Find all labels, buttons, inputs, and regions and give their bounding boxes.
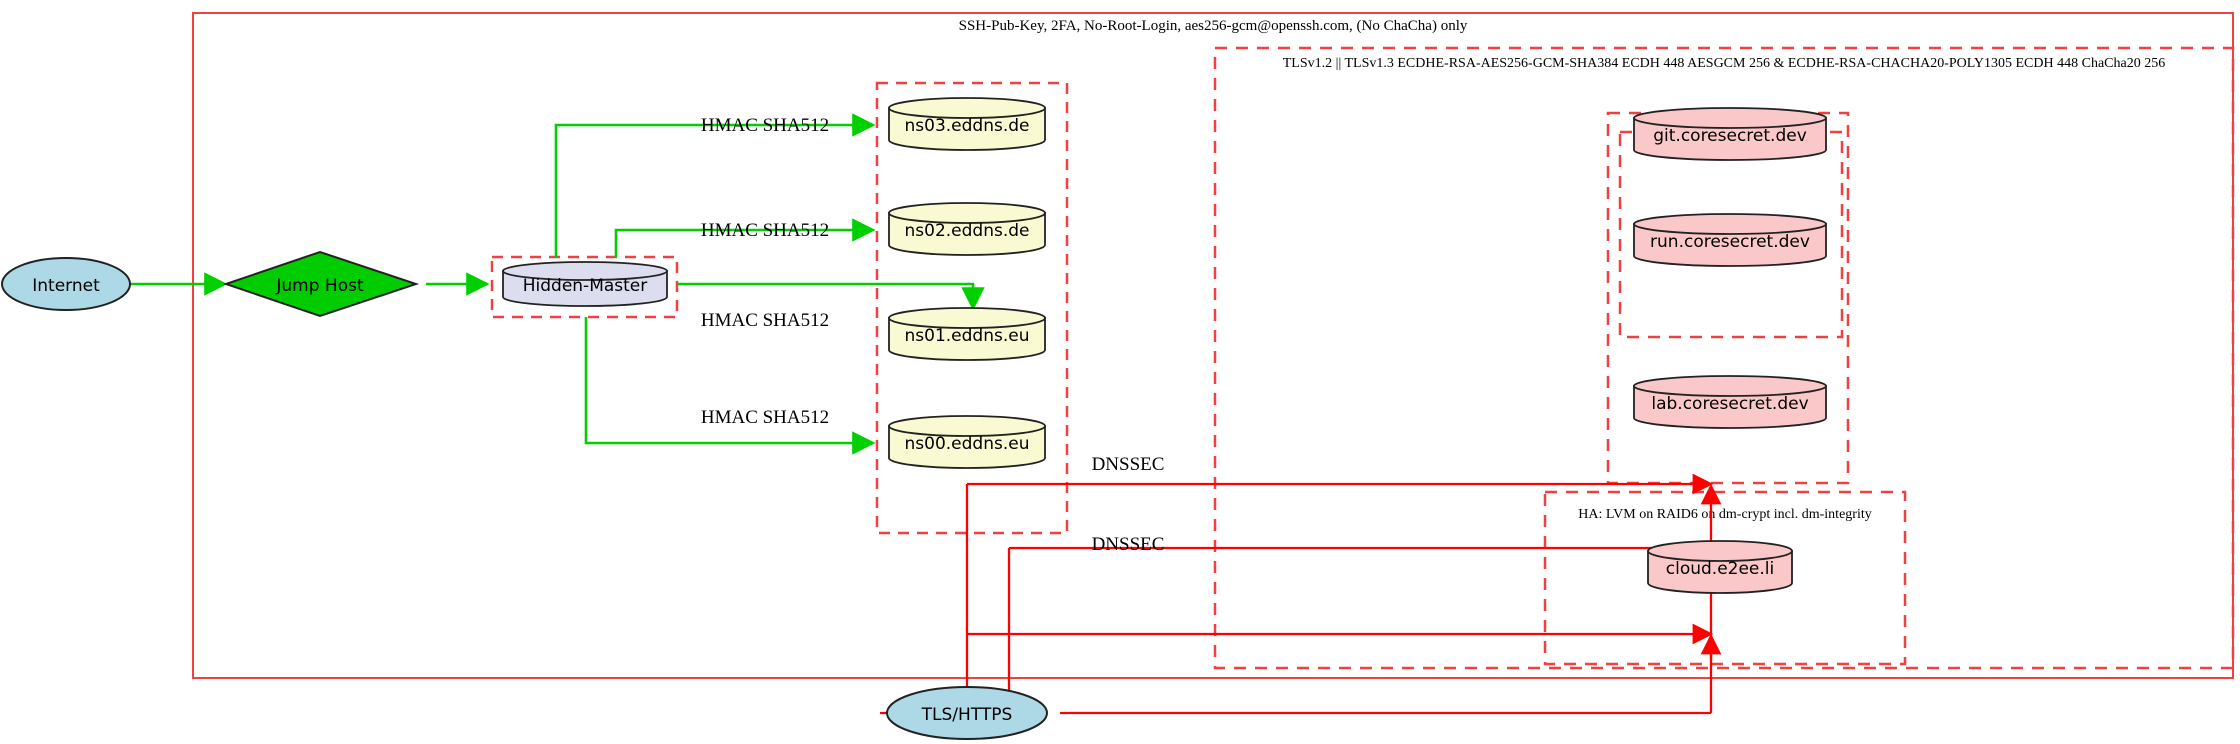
- node-tls-https[interactable]: TLS/HTTPS: [886, 686, 1048, 740]
- boundary-dns-zone: [875, 81, 1069, 535]
- node-lab-coresecret-label: lab.coresecret.dev: [1651, 394, 1808, 414]
- node-jump-host-label: Jump Host: [275, 276, 364, 296]
- node-git-coresecret-label: git.coresecret.dev: [1653, 126, 1807, 146]
- node-run-coresecret-label: run.coresecret.dev: [1650, 232, 1810, 252]
- edge-label-dnssec-lower: DNSSEC: [1092, 534, 1165, 555]
- node-tls-https-label: TLS/HTTPS: [921, 705, 1013, 725]
- boundary-tls-zone-label: TLSv1.2 || TLSv1.3 ECDHE-RSA-AES256-GCM-…: [1283, 56, 2165, 71]
- boundary-ssh-zone-label: SSH-Pub-Key, 2FA, No-Root-Login, aes256-…: [959, 18, 1468, 34]
- edge-hiddenmaster-to-ns00: [584, 317, 876, 455]
- node-internet-label: Internet: [32, 276, 100, 296]
- node-ns00-label: ns00.eddns.eu: [905, 434, 1030, 454]
- edge-hiddenmaster-to-ns03: [554, 113, 876, 257]
- node-ns03-label: ns03.eddns.de: [905, 116, 1030, 136]
- edge-label-group: HMAC SHA512 HMAC SHA512 HMAC SHA512 HMAC…: [701, 115, 1165, 555]
- node-lab-coresecret[interactable]: lab.coresecret.dev: [1633, 375, 1827, 429]
- edge-label-hmac-ns02: HMAC SHA512: [701, 220, 829, 241]
- boundary-ssh-zone: SSH-Pub-Key, 2FA, No-Root-Login, aes256-…: [192, 12, 2234, 679]
- node-ns02-label: ns02.eddns.de: [905, 221, 1030, 241]
- boundary-coresecret-outer-zone: [1606, 111, 1850, 485]
- boundary-ha-zone: HA: LVM on RAID6 on dm-crypt incl. dm-in…: [1543, 490, 1907, 666]
- node-hidden-master-label: Hidden-Master: [523, 276, 648, 296]
- node-ns02[interactable]: ns02.eddns.de: [888, 202, 1046, 256]
- boundary-hidden-master-zone: [490, 255, 679, 319]
- edge-label-dnssec-upper: DNSSEC: [1092, 454, 1165, 475]
- node-ns03[interactable]: ns03.eddns.de: [888, 97, 1046, 151]
- node-cloud-e2ee[interactable]: cloud.e2ee.li: [1647, 540, 1793, 594]
- green-edges: [124, 113, 985, 455]
- edge-hiddenmaster-to-ns01: [677, 282, 985, 311]
- node-ns01-label: ns01.eddns.eu: [905, 326, 1030, 346]
- edge-label-hmac-ns00: HMAC SHA512: [701, 407, 829, 428]
- node-ns00[interactable]: ns00.eddns.eu: [888, 415, 1046, 469]
- node-cloud-e2ee-label: cloud.e2ee.li: [1666, 559, 1774, 579]
- node-run-coresecret[interactable]: run.coresecret.dev: [1633, 213, 1827, 267]
- edge-hiddenmaster-to-ns02: [614, 218, 876, 257]
- node-jump-host[interactable]: Jump Host: [222, 250, 420, 318]
- boundary-ha-zone-label: HA: LVM on RAID6 on dm-crypt incl. dm-in…: [1578, 507, 1871, 522]
- edge-label-hmac-ns01: HMAC SHA512: [701, 310, 829, 331]
- node-internet[interactable]: Internet: [1, 257, 131, 311]
- edge-label-hmac-ns03: HMAC SHA512: [701, 115, 829, 136]
- node-git-coresecret[interactable]: git.coresecret.dev: [1633, 107, 1827, 161]
- node-hidden-master[interactable]: Hidden-Master: [502, 261, 668, 307]
- node-ns01[interactable]: ns01.eddns.eu: [888, 307, 1046, 361]
- boundary-tls-zone: TLSv1.2 || TLSv1.3 ECDHE-RSA-AES256-GCM-…: [1213, 46, 2235, 670]
